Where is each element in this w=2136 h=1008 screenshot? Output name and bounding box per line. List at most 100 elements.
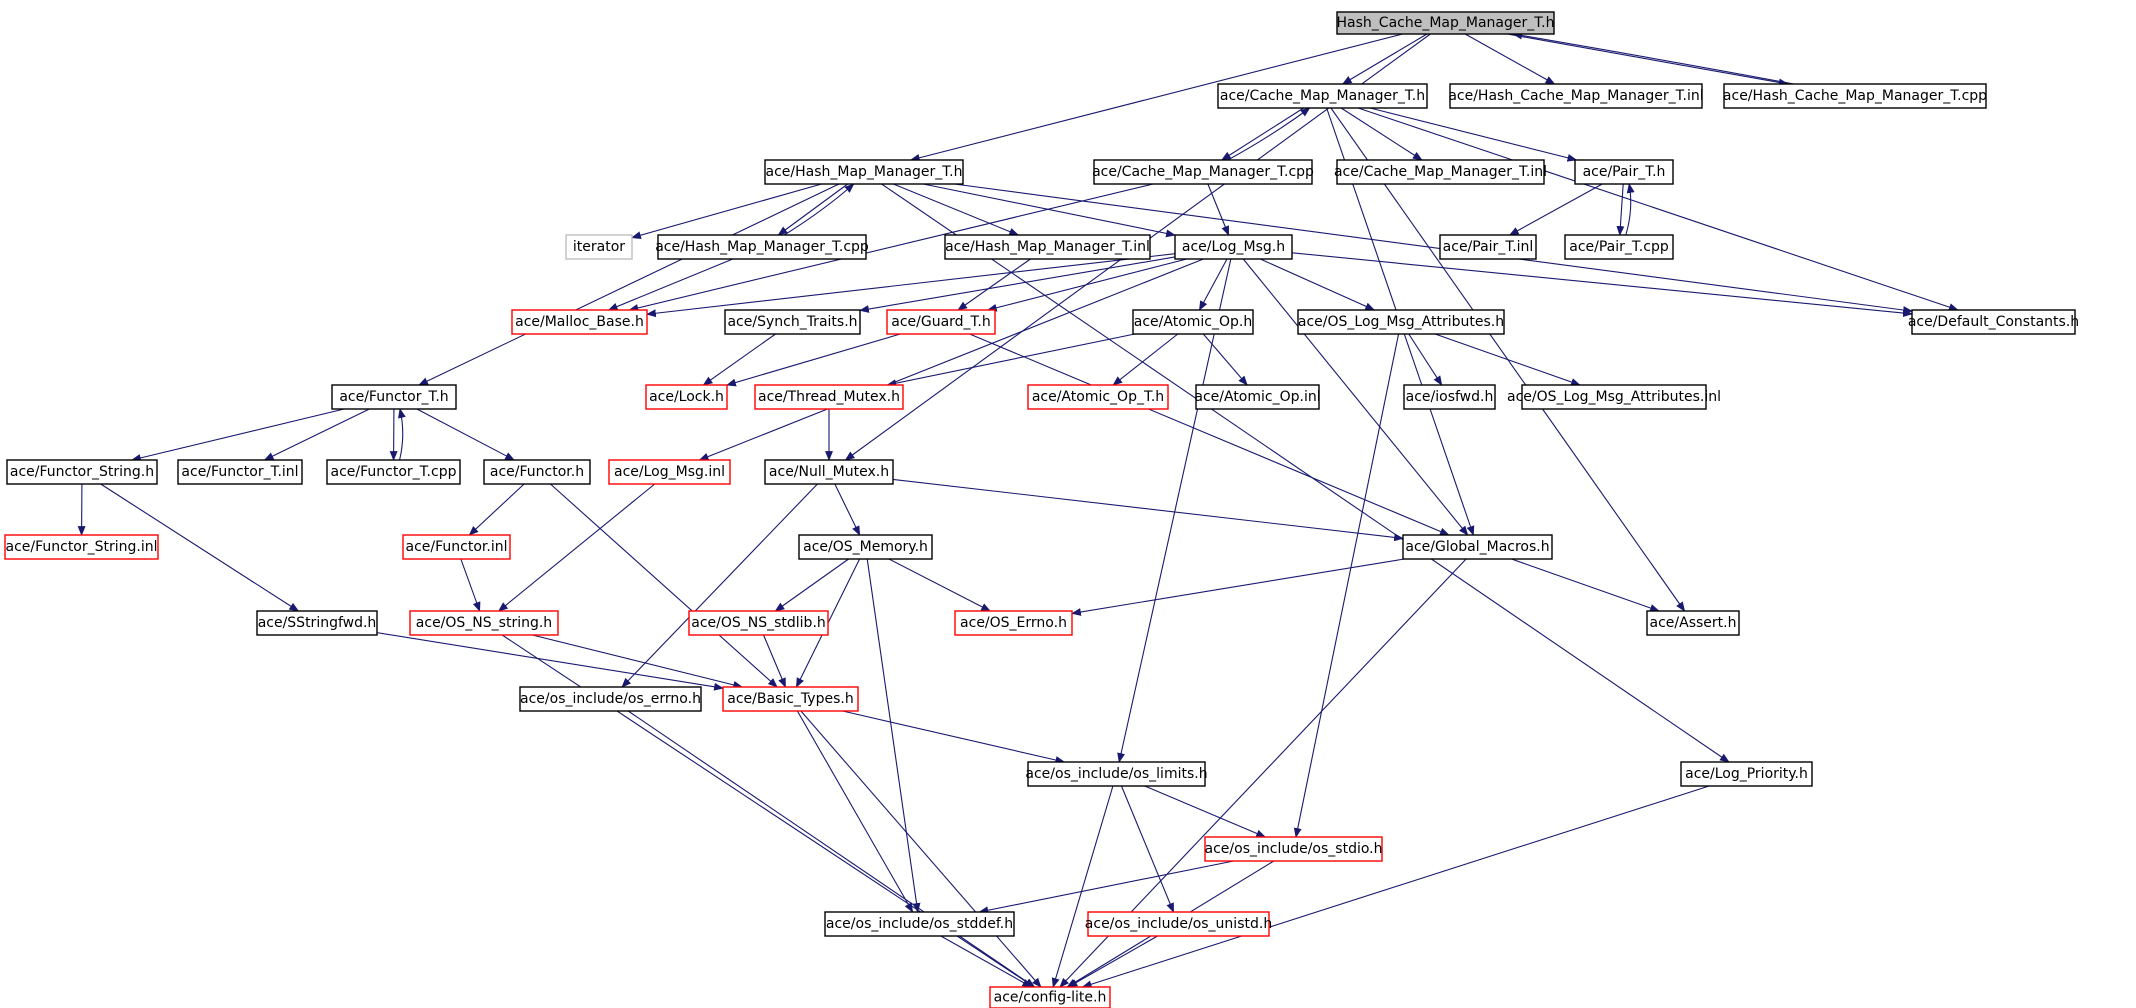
node-box[interactable] xyxy=(1204,836,1383,862)
node-box[interactable] xyxy=(724,309,861,335)
node-n22[interactable]: ace/Thread_Mutex.h xyxy=(754,384,904,410)
node-box[interactable] xyxy=(511,309,648,335)
node-box[interactable] xyxy=(483,459,591,485)
node-n36[interactable]: ace/OS_Memory.h xyxy=(798,534,933,560)
node-box[interactable] xyxy=(1911,309,2076,335)
node-box[interactable] xyxy=(798,534,933,560)
node-box[interactable] xyxy=(409,610,559,636)
node-box[interactable] xyxy=(402,534,511,560)
node-n40[interactable]: ace/OS_Errno.h xyxy=(954,610,1073,636)
node-box[interactable] xyxy=(886,309,996,335)
node-n16[interactable]: ace/Guard_T.h xyxy=(886,309,996,335)
node-box[interactable] xyxy=(1087,911,1270,937)
node-n8[interactable]: iterator xyxy=(565,234,633,260)
node-box[interactable] xyxy=(6,459,158,485)
node-box[interactable] xyxy=(1195,384,1320,410)
node-n7[interactable]: ace/Pair_T.h xyxy=(1574,159,1674,185)
node-box[interactable] xyxy=(1403,384,1496,410)
node-n32[interactable]: ace/Null_Mutex.h xyxy=(764,459,894,485)
node-box[interactable] xyxy=(1093,159,1313,185)
node-n10[interactable]: ace/Hash_Map_Manager_T.inl xyxy=(944,234,1151,260)
node-n0[interactable]: Hash_Cache_Map_Manager_T.h xyxy=(1336,11,1555,35)
node-box[interactable] xyxy=(1174,234,1293,260)
node-box[interactable] xyxy=(1132,309,1254,335)
node-n17[interactable]: ace/Atomic_Op.h xyxy=(1132,309,1254,335)
node-box[interactable] xyxy=(754,384,904,410)
node-n46[interactable]: ace/os_include/os_stdio.h xyxy=(1204,836,1383,862)
node-n21[interactable]: ace/Lock.h xyxy=(645,384,728,410)
node-box[interactable] xyxy=(1439,234,1537,260)
node-n26[interactable]: ace/OS_Log_Msg_Attributes.inl xyxy=(1507,384,1721,410)
node-box[interactable] xyxy=(1336,11,1555,35)
node-n23[interactable]: ace/Atomic_Op_T.h xyxy=(1027,384,1169,410)
node-n33[interactable]: ace/Global_Macros.h xyxy=(1402,534,1553,560)
node-n13[interactable]: ace/Pair_T.cpp xyxy=(1564,234,1674,260)
node-n15[interactable]: ace/Synch_Traits.h xyxy=(724,309,861,335)
node-n9[interactable]: ace/Hash_Map_Manager_T.cpp xyxy=(655,234,869,260)
node-n4[interactable]: ace/Hash_Map_Manager_T.h xyxy=(764,159,964,185)
node-n27[interactable]: ace/Functor_String.h xyxy=(6,459,158,485)
node-box[interactable] xyxy=(565,234,633,260)
node-box[interactable] xyxy=(1336,159,1545,185)
node-n43[interactable]: ace/Basic_Types.h xyxy=(722,686,859,712)
node-n48[interactable]: ace/os_include/os_unistd.h xyxy=(1085,911,1272,937)
node-box[interactable] xyxy=(1680,761,1813,787)
node-n24[interactable]: ace/Atomic_Op.inl xyxy=(1194,384,1321,410)
node-n5[interactable]: ace/Cache_Map_Manager_T.cpp xyxy=(1092,159,1314,185)
node-n42[interactable]: ace/os_include/os_errno.h xyxy=(519,686,702,712)
node-box[interactable] xyxy=(1027,761,1206,787)
node-n44[interactable]: ace/os_include/os_limits.h xyxy=(1025,761,1208,787)
node-box[interactable] xyxy=(331,384,457,410)
node-n35[interactable]: ace/Functor.inl xyxy=(402,534,511,560)
node-box[interactable] xyxy=(688,610,829,636)
node-box[interactable] xyxy=(944,234,1151,260)
node-box[interactable] xyxy=(1297,309,1505,335)
node-n45[interactable]: ace/Log_Priority.h xyxy=(1680,761,1813,787)
node-box[interactable] xyxy=(1521,384,1707,410)
node-n6[interactable]: ace/Cache_Map_Manager_T.inl xyxy=(1334,159,1547,185)
node-n1[interactable]: ace/Cache_Map_Manager_T.h xyxy=(1217,83,1428,109)
node-box[interactable] xyxy=(1723,83,1987,109)
node-n29[interactable]: ace/Functor_T.cpp xyxy=(326,459,461,485)
node-box[interactable] xyxy=(326,459,461,485)
node-box[interactable] xyxy=(1574,159,1674,185)
node-n14[interactable]: ace/Malloc_Base.h xyxy=(511,309,648,335)
node-n31[interactable]: ace/Log_Msg.inl xyxy=(608,459,731,485)
node-box[interactable] xyxy=(1646,610,1740,636)
node-box[interactable] xyxy=(645,384,728,410)
node-box[interactable] xyxy=(764,459,894,485)
node-n20[interactable]: ace/Functor_T.h xyxy=(331,384,457,410)
node-n3[interactable]: ace/Hash_Cache_Map_Manager_T.cpp xyxy=(1723,83,1987,109)
node-box[interactable] xyxy=(722,686,859,712)
node-n19[interactable]: ace/Default_Constants.h xyxy=(1908,309,2079,335)
node-box[interactable] xyxy=(608,459,731,485)
node-n39[interactable]: ace/OS_NS_stdlib.h xyxy=(688,610,829,636)
node-n18[interactable]: ace/OS_Log_Msg_Attributes.h xyxy=(1297,309,1505,335)
node-n28[interactable]: ace/Functor_T.inl xyxy=(177,459,303,485)
node-box[interactable] xyxy=(177,459,303,485)
node-box[interactable] xyxy=(824,911,1015,937)
node-box[interactable] xyxy=(954,610,1073,636)
node-n11[interactable]: ace/Log_Msg.h xyxy=(1174,234,1293,260)
node-box[interactable] xyxy=(764,159,964,185)
node-n12[interactable]: ace/Pair_T.inl xyxy=(1439,234,1537,260)
node-box[interactable] xyxy=(1449,83,1703,109)
node-box[interactable] xyxy=(1402,534,1553,560)
node-n49[interactable]: ace/config-lite.h xyxy=(989,986,1111,1008)
node-box[interactable] xyxy=(657,234,867,260)
node-box[interactable] xyxy=(256,610,378,636)
node-n25[interactable]: ace/iosfwd.h xyxy=(1403,384,1496,410)
node-box[interactable] xyxy=(1564,234,1674,260)
node-box[interactable] xyxy=(989,986,1111,1008)
node-n37[interactable]: ace/SStringfwd.h xyxy=(256,610,378,636)
node-n41[interactable]: ace/Assert.h xyxy=(1646,610,1740,636)
node-n47[interactable]: ace/os_include/os_stddef.h xyxy=(824,911,1015,937)
node-box[interactable] xyxy=(1217,83,1428,109)
node-box[interactable] xyxy=(1027,384,1169,410)
node-box[interactable] xyxy=(519,686,702,712)
node-n38[interactable]: ace/OS_NS_string.h xyxy=(409,610,559,636)
node-n34[interactable]: ace/Functor_String.inl xyxy=(4,534,159,560)
node-box[interactable] xyxy=(4,534,159,560)
node-n30[interactable]: ace/Functor.h xyxy=(483,459,591,485)
node-n2[interactable]: ace/Hash_Cache_Map_Manager_T.inl xyxy=(1448,83,1704,109)
